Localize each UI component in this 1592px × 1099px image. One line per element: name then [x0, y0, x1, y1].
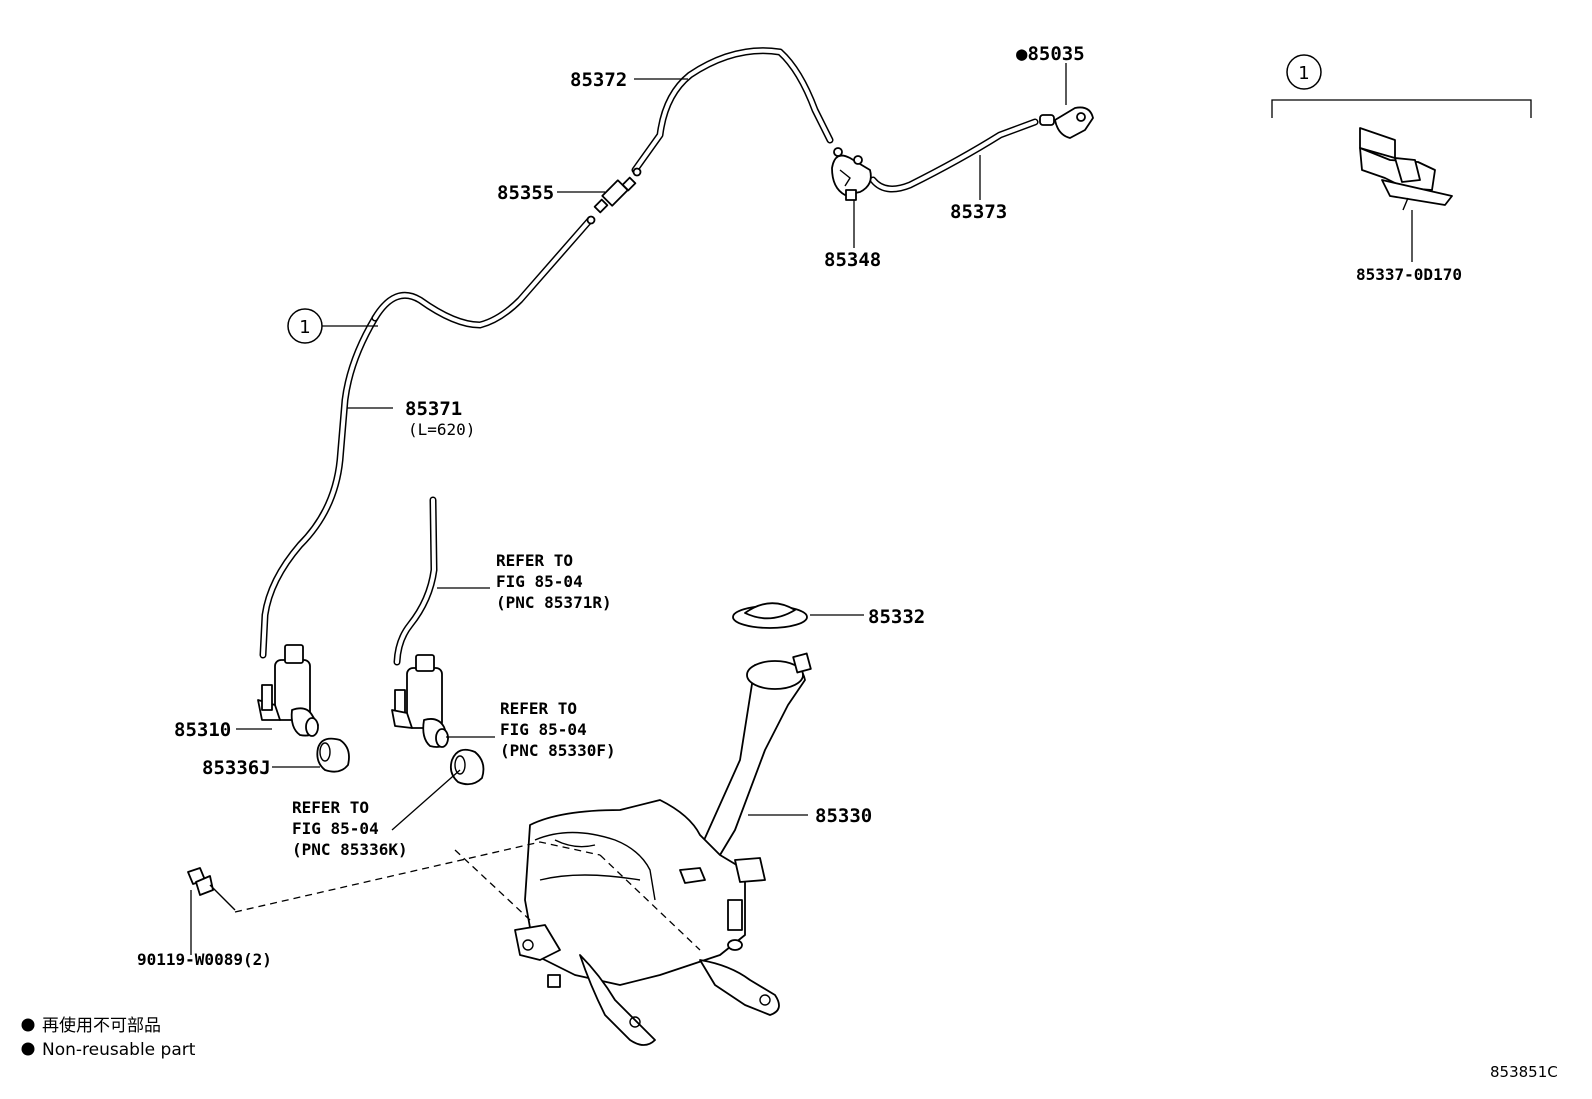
ref-line: REFER TO [292, 798, 369, 817]
cap-85332 [732, 602, 808, 629]
bullet-icon [21, 1018, 35, 1032]
label-90119: 90119-W0089(2) [137, 950, 272, 969]
label-85373: 85373 [950, 201, 1007, 223]
check-valve-85355 [586, 167, 642, 225]
label-85310: 85310 [174, 719, 231, 741]
hose-85371 [259, 314, 379, 659]
ref-line: (PNC 85330F) [500, 741, 616, 760]
grommet-right [449, 748, 485, 786]
ref-line: FIG 85-04 [496, 572, 583, 591]
label-85330: 85330 [815, 805, 872, 827]
reference-note-85371r: REFER TO FIG 85-04 (PNC 85371R) [496, 551, 612, 612]
clamp-85337 [1359, 127, 1453, 211]
hose-85372-lower [371, 216, 594, 329]
hose-85372-upper [631, 47, 834, 174]
callout-marker-1-right: 1 [1286, 54, 1322, 90]
pump-85310 [257, 644, 319, 737]
bolt-90119 [187, 867, 236, 911]
label-85371: 85371 [405, 398, 462, 420]
washer-tank-85330 [514, 652, 812, 1046]
label-85348: 85348 [824, 249, 881, 271]
bolt-position-line [234, 841, 601, 913]
joint-85348 [831, 147, 872, 201]
leader-lines [190, 63, 1413, 955]
figure-code: 853851C [1490, 1063, 1558, 1081]
label-85372: 85372 [570, 69, 627, 91]
label-85371-length: (L=620) [408, 420, 475, 439]
ref-line: (PNC 85371R) [496, 593, 612, 612]
label-85337: 85337-0D170 [1356, 265, 1462, 284]
hose-85373 [869, 118, 1039, 193]
legend-jp: 再使用不可部品 [42, 1015, 161, 1036]
label-85035: ●85035 [1016, 43, 1085, 65]
sub-assembly-bracket [1271, 99, 1532, 118]
label-85336j: 85336J [202, 757, 271, 779]
reference-note-85336k: REFER TO FIG 85-04 (PNC 85336K) [292, 798, 408, 859]
ref-line: FIG 85-04 [500, 720, 587, 739]
ref-line: FIG 85-04 [292, 819, 379, 838]
callout-marker-1-left: 1 [287, 308, 378, 344]
label-85355: 85355 [497, 182, 554, 204]
pump-right [391, 654, 449, 748]
ref-line: REFER TO [496, 551, 573, 570]
callout-number: 1 [1298, 63, 1309, 84]
label-85332: 85332 [868, 606, 925, 628]
callout-number: 1 [299, 317, 310, 338]
tank-hidden-line-b [599, 854, 701, 951]
ref-line: (PNC 85336K) [292, 840, 408, 859]
reference-note-85330f: REFER TO FIG 85-04 (PNC 85330F) [500, 699, 616, 760]
tank-hidden-line-a [454, 849, 531, 921]
bullet-icon [21, 1042, 35, 1056]
grommet-85336j [316, 737, 350, 773]
legend: 再使用不可部品 Non-reusable part [21, 1015, 196, 1060]
nozzle-85035 [1039, 106, 1094, 139]
hose-right-pump [393, 496, 438, 666]
ref-line: REFER TO [500, 699, 577, 718]
legend-en: Non-reusable part [42, 1040, 196, 1060]
